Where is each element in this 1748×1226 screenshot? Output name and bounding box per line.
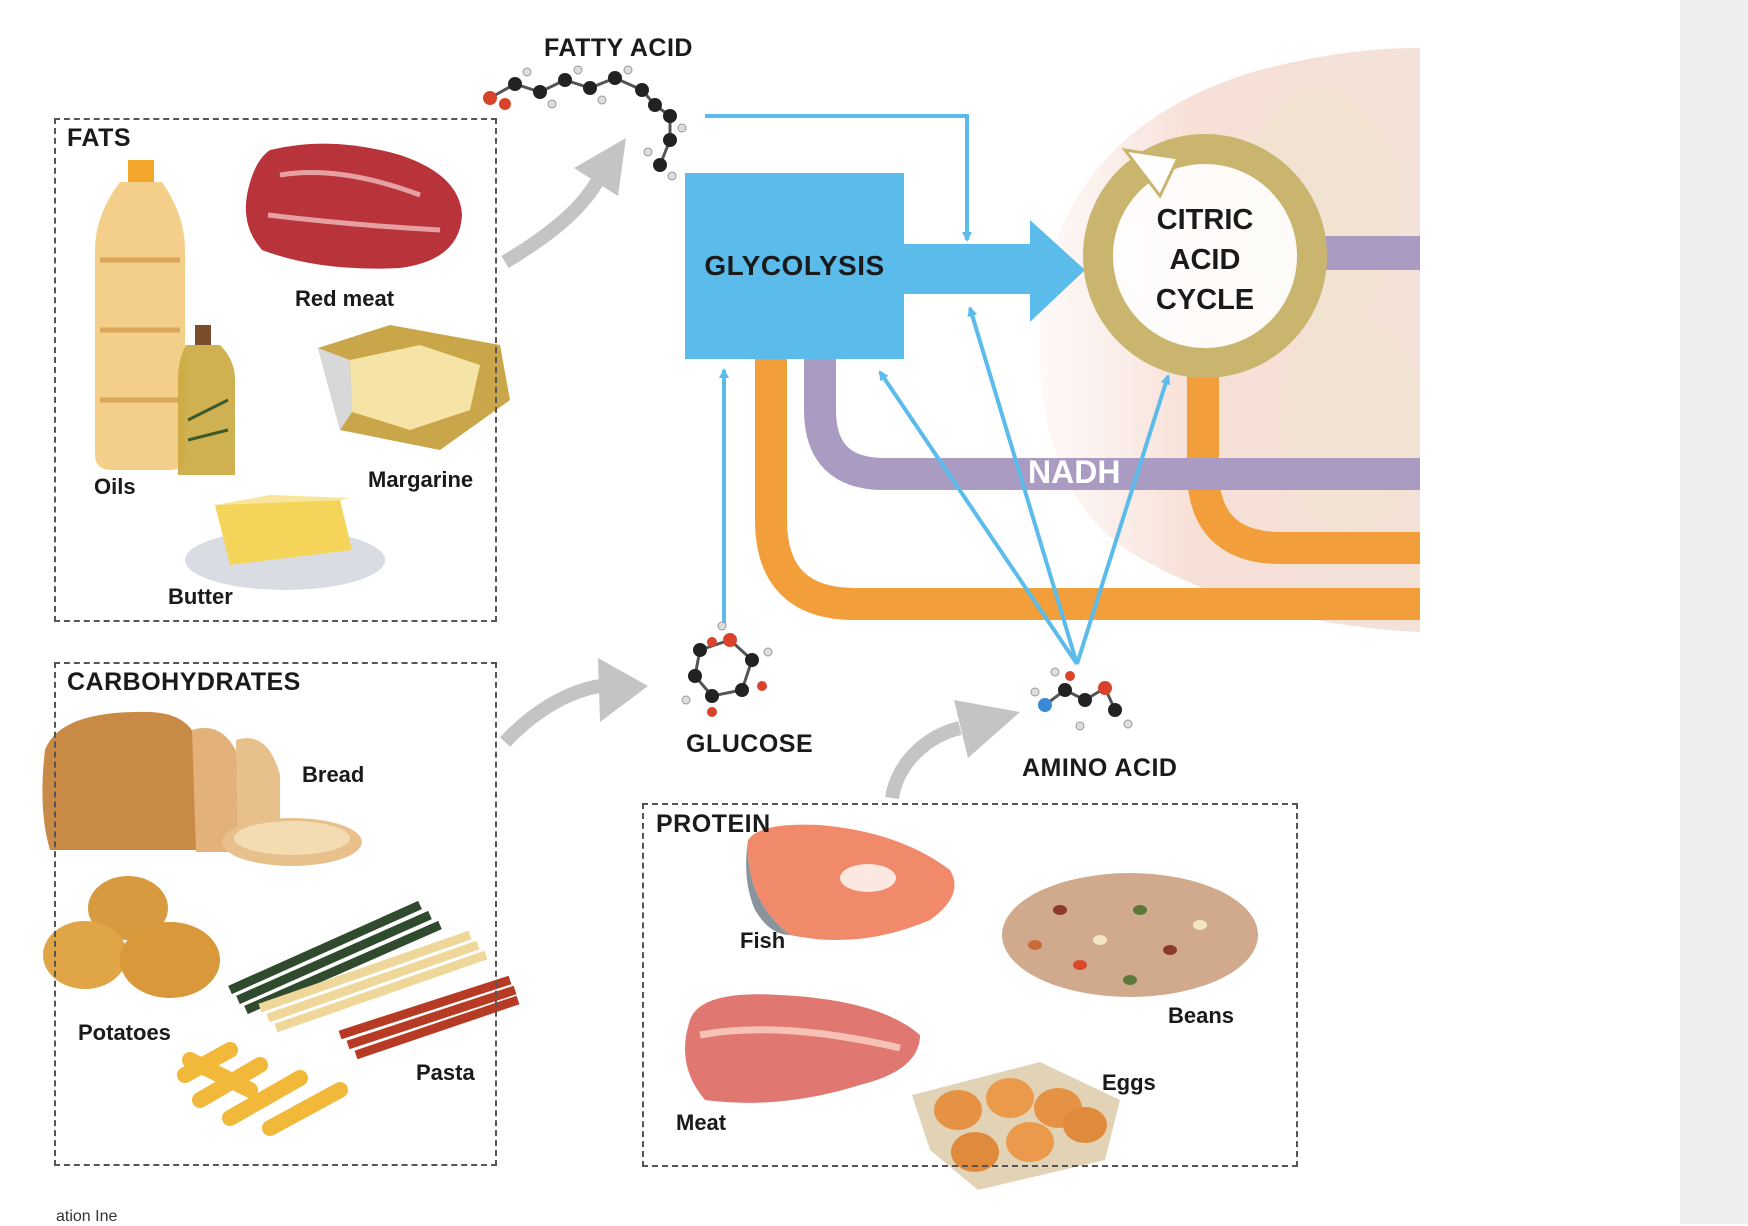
footer-text: ation Ine: [56, 1208, 118, 1225]
red-meat-label: Red meat: [295, 286, 395, 311]
citric-cycle-ring: [1083, 134, 1327, 378]
meat-label: Meat: [676, 1110, 727, 1135]
amino-arrow-3: [1075, 374, 1171, 665]
fats-title: FATS: [67, 124, 132, 152]
fats-to-fattyacid-arrow: [501, 176, 605, 269]
fatty-acid-molecule-icon: [483, 65, 687, 181]
pasta-icon: [177, 900, 520, 1136]
carbs-to-glucose-arrow: [499, 679, 602, 747]
margarine-label: Margarine: [368, 467, 474, 492]
fats-group: [54, 118, 497, 622]
butter-label: Butter: [168, 584, 233, 609]
protein-to-amino-arrow: [885, 721, 962, 800]
nadh-band: [804, 358, 1420, 490]
glucose-molecule-icon: [681, 621, 773, 717]
protein-group: [642, 803, 1298, 1167]
glycolysis-box: GLYCOLYSIS: [685, 173, 904, 359]
bread-label: Bread: [302, 762, 365, 787]
citric-acid-cycle-label: CITRIC ACID CYCLE: [1110, 200, 1300, 320]
glycolysis-label: GLYCOLYSIS: [704, 250, 885, 281]
eggs-label: Eggs: [1102, 1070, 1156, 1095]
nadh-label: NADH: [1028, 454, 1121, 490]
glycolysis-output-arrow-body: [904, 244, 1034, 294]
potatoes-icon: [43, 876, 220, 998]
oil-bottle-icon: [95, 160, 235, 475]
citric-line-2: ACID: [1169, 244, 1241, 276]
cycle-arrow-icon: [1121, 147, 1181, 199]
fatty-acid-label: FATTY ACID: [544, 34, 693, 62]
butter-icon: [185, 495, 385, 590]
amino-acid-molecule-icon: [1030, 667, 1133, 731]
protein-title: PROTEIN: [656, 810, 771, 838]
citric-line-3: CYCLE: [1155, 284, 1255, 316]
right-gutter: [1680, 0, 1748, 1224]
eggs-icon: [912, 1062, 1120, 1190]
fatty-acid-arrow: [705, 114, 972, 242]
atp-band-outer: [755, 358, 1420, 620]
citric-line-1: CITRIC: [1156, 204, 1254, 236]
nadh-band-top: [1318, 236, 1420, 270]
fish-icon: [746, 824, 955, 940]
potatoes-label: Potatoes: [78, 1020, 171, 1045]
carbohydrates-group: [54, 662, 497, 1166]
fish-label: Fish: [740, 928, 786, 953]
glucose-label: GLUCOSE: [686, 730, 814, 758]
beans-label: Beans: [1168, 1003, 1235, 1028]
amino-arrow-1: [878, 370, 1079, 666]
amino-arrow-2: [967, 306, 1079, 665]
oils-label: Oils: [94, 474, 136, 499]
meat-icon: [685, 994, 920, 1103]
bread-icon: [42, 711, 362, 866]
amino-acid-label: AMINO ACID: [1022, 754, 1178, 782]
red-meat-icon: [245, 143, 462, 269]
beans-icon: [1002, 873, 1258, 997]
carbohydrates-title: CARBOHYDRATES: [67, 668, 301, 696]
margarine-icon: [318, 325, 510, 450]
glycolysis-output-arrow-head: [1030, 220, 1085, 322]
pasta-label: Pasta: [416, 1060, 475, 1085]
